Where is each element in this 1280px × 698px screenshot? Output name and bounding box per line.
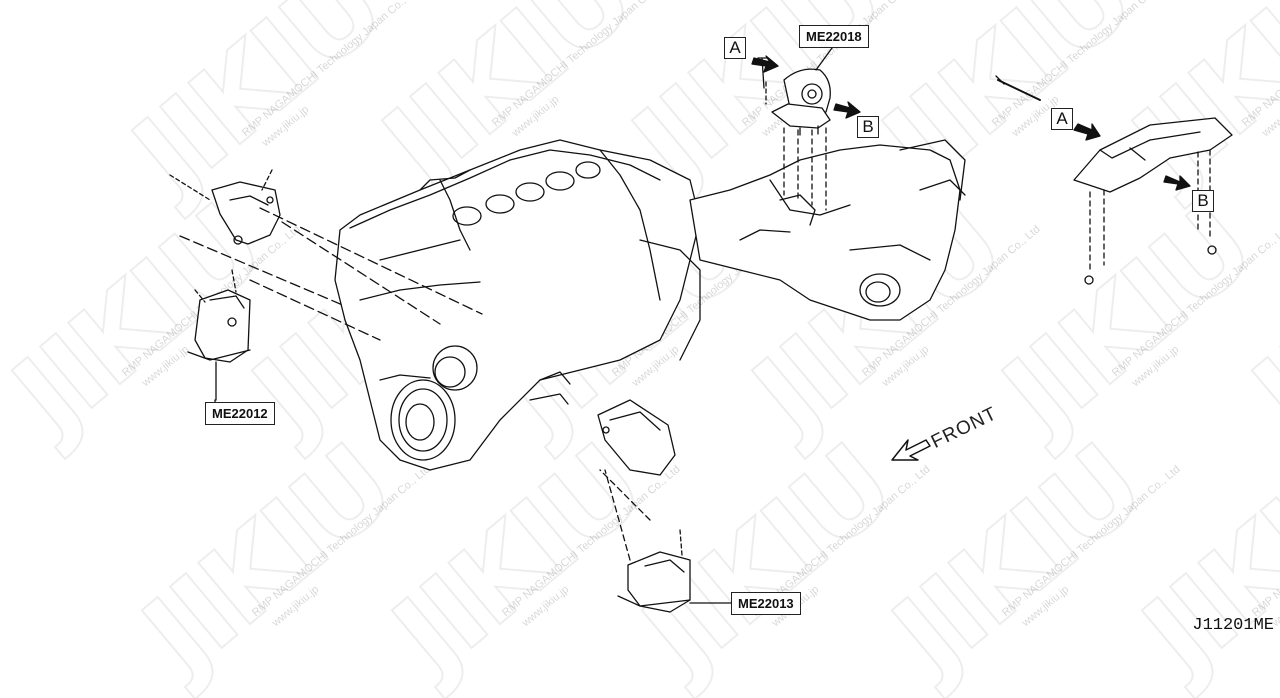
front-direction-arrow (891, 439, 931, 461)
marker-a-crossmember: A (1051, 108, 1073, 130)
part-label-me22018: ME22018 (799, 25, 869, 48)
marker-a-rear: A (724, 37, 746, 59)
left-engine-mount (169, 169, 483, 401)
right-engine-mount (529, 371, 734, 613)
transmission (689, 139, 966, 321)
engine-mount-illustration (169, 47, 1233, 613)
crossmember-detail (995, 75, 1233, 285)
engine-block (334, 139, 701, 471)
diagram-code: J11201ME (1192, 616, 1274, 635)
part-label-me22012: ME22012 (205, 402, 275, 425)
rear-mount-me22018 (757, 57, 831, 211)
part-label-me22013: ME22013 (731, 592, 801, 615)
flow-arrows (751, 55, 1191, 191)
marker-b-crossmember: B (1192, 190, 1214, 212)
marker-b-rear: B (857, 116, 879, 138)
